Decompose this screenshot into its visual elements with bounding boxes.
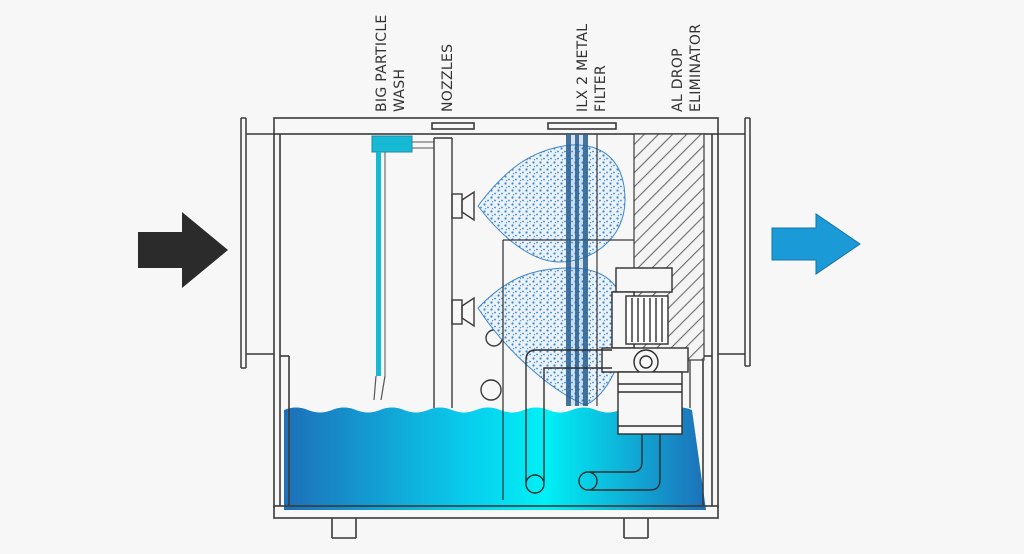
inlet-arrow-icon (138, 212, 228, 288)
ilx-2-metal-filter-label: ILX 2 METAL FILTER (575, 19, 609, 112)
outlet-duct (718, 117, 751, 367)
housing (273, 117, 719, 519)
pump-assembly (601, 267, 689, 435)
nozzle-icon (451, 296, 475, 328)
nozzles-label: NOZZLES (440, 44, 456, 112)
nozzle-manifold (433, 137, 453, 408)
outlet-arrow-icon (771, 213, 861, 275)
ilx-2-metal-filter (566, 134, 598, 406)
al-drop-eliminator-label: AL DROP ELIMINATOR (670, 24, 704, 112)
water-tank (284, 407, 706, 510)
big-particle-wash-pipe (371, 135, 434, 401)
spray-cone-upper (477, 144, 626, 263)
pipe-end (480, 379, 502, 401)
suction-pipe (525, 349, 661, 494)
nozzle-icon (451, 190, 475, 222)
big-particle-wash-label: BIG PARTICLE WASH (374, 10, 408, 112)
inlet-duct (240, 117, 274, 369)
support-feet (331, 518, 649, 539)
